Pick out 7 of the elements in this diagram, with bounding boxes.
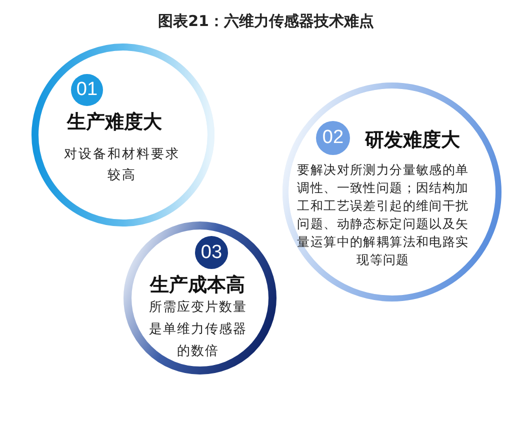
description: 要解决对所测力分量敏感的单调性、一致性问题；因结构加工和工艺误差引起的维间干扰问题、动静态标定问题以及矢量运算中的解耦算法和电路实现等问题 xyxy=(296,161,470,269)
description: 所需应变片数量是单维力传感器的数倍 xyxy=(148,299,248,361)
heading: 生产成本高 xyxy=(150,273,245,297)
heading: 研发难度大 xyxy=(365,128,460,152)
chart-title: 图表21：六维力传感器技术难点 xyxy=(157,11,375,32)
description: 对设备和材料要求较高 xyxy=(63,146,181,185)
heading: 生产难度大 xyxy=(67,110,162,134)
